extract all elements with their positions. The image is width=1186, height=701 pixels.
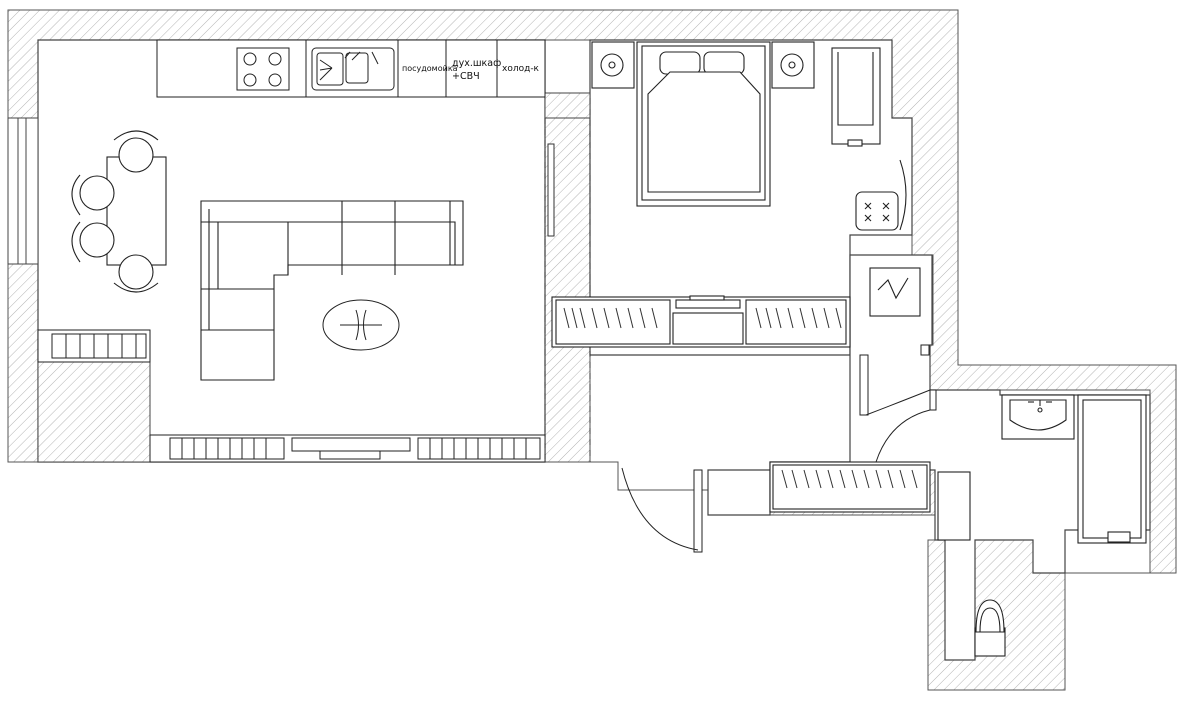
- fridge-label: холод-к: [502, 64, 540, 74]
- oven-label-line1: дух.шкаф: [452, 58, 501, 69]
- dining-table: [106, 156, 167, 266]
- desk: [831, 47, 881, 145]
- coffee-table: [322, 299, 400, 351]
- armchair: [855, 159, 907, 231]
- doors: [621, 344, 937, 553]
- dining-set: [71, 130, 167, 293]
- radiators: [37, 329, 546, 463]
- sofa: [200, 200, 464, 381]
- bathroom-fixtures: [974, 394, 1147, 657]
- nightstand: [591, 41, 635, 89]
- chair: [71, 174, 115, 216]
- chair: [113, 130, 159, 173]
- bedroom-wardrobe: [551, 295, 851, 348]
- chair: [113, 254, 159, 293]
- dishwasher-label: посудомойка: [402, 64, 458, 73]
- nightstand: [771, 41, 815, 89]
- kitchen-counter: [156, 39, 546, 98]
- electrical-panel: [869, 267, 921, 317]
- walls: [7, 9, 1177, 691]
- openings: [544, 98, 591, 462]
- entrance-door-leaf: [693, 469, 703, 553]
- toilet: [974, 599, 1006, 657]
- bedroom-door-leaf: [859, 354, 869, 416]
- chair: [71, 221, 115, 263]
- hall-fixtures: [769, 267, 971, 541]
- oven-label-line2: +СВЧ: [452, 71, 480, 82]
- bedroom-furniture: [591, 41, 907, 231]
- shoe-rack: [937, 471, 971, 541]
